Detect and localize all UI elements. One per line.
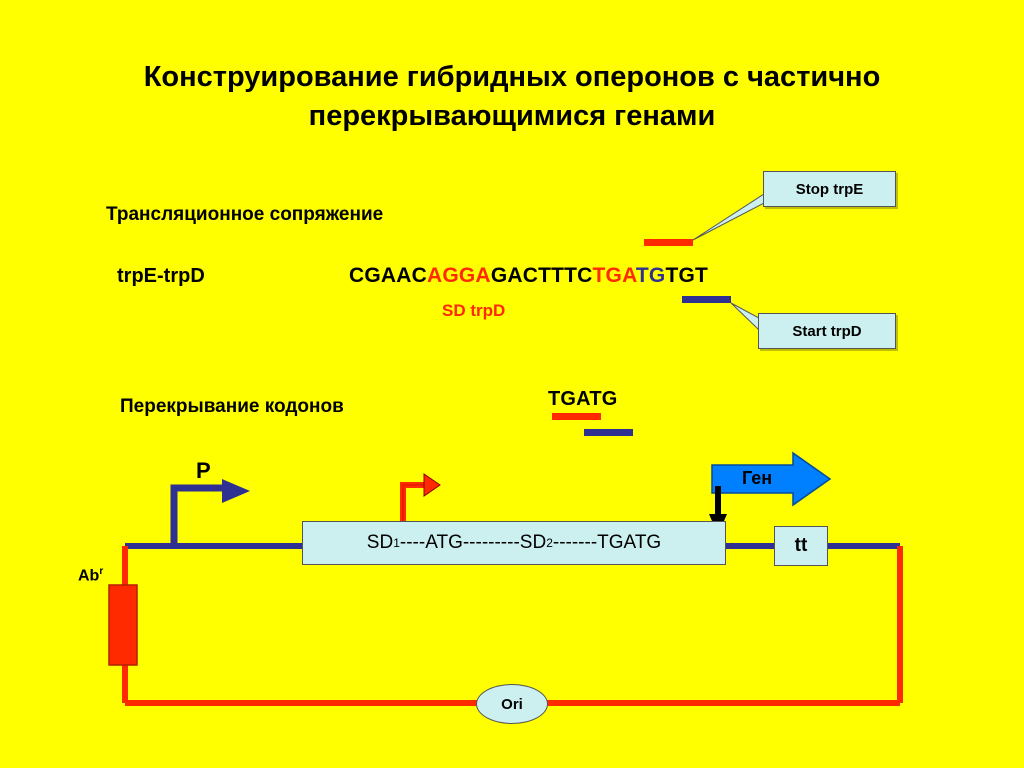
- promoter-arrow: [170, 484, 222, 546]
- resistance-label: Abr: [78, 566, 103, 585]
- sequence-part-6: TGT: [665, 264, 709, 287]
- page-title: Конструирование гибридных оперонов с час…: [0, 58, 1024, 136]
- title-line-1: Конструирование гибридных оперонов с час…: [143, 61, 881, 93]
- stop-trpe-callout: Stop trpE: [763, 171, 896, 207]
- terminator-label: tt: [794, 535, 808, 556]
- dna-sequence: CGAACAGGAGACTTTCTGATGTGT: [349, 264, 708, 288]
- start-trpd-callout-text: Start trpD: [792, 322, 862, 340]
- promoter-arrowhead: [222, 479, 250, 503]
- operon-sd1-subscript: 1: [393, 536, 400, 550]
- gene-label: Ген: [742, 468, 773, 488]
- resistance-label-text: Ab: [78, 567, 100, 585]
- overlap-stop-bar: [552, 413, 601, 420]
- operon-sd1: SD: [366, 532, 394, 553]
- overlap-seq-rest: TG: [589, 388, 618, 410]
- operon-label: trpE-trpD: [117, 265, 205, 287]
- start-trpd-bar: [682, 296, 731, 303]
- overlap-start-bar: [584, 429, 633, 436]
- translational-coupling-label: Трансляционное сопряжение: [106, 204, 384, 225]
- overlap-sequence: TGATG: [548, 388, 618, 411]
- stop-trpe-bar: [644, 239, 693, 246]
- overlap-seq-stop: TGA: [548, 388, 590, 410]
- start-callout-pointer: [730, 302, 760, 332]
- stop-trpe-callout-text: Stop trpE: [795, 180, 864, 198]
- resistance-gene-block: [108, 584, 138, 666]
- start-arrowhead: [423, 473, 441, 497]
- start-arrow-outline: [402, 484, 425, 521]
- codon-overlap-label: Перекрывание кодонов: [120, 396, 344, 417]
- sequence-part-1: CGAAC: [349, 264, 427, 287]
- stop-callout-pointer: [692, 193, 765, 241]
- sequence-sd-part: AGGA: [427, 264, 491, 287]
- sequence-start-codon: TG: [635, 264, 666, 287]
- terminator-box: tt: [774, 526, 828, 566]
- origin-oval: Ori: [476, 684, 548, 724]
- title-line-2: перекрывающимися генами: [308, 100, 716, 132]
- sd-trpd-label: SD trpD: [442, 301, 506, 320]
- start-arrow: [400, 482, 425, 521]
- origin-label: Ori: [501, 695, 523, 713]
- sequence-part-3: GACTTTC: [490, 264, 593, 287]
- sequence-stop-codon: TGA: [592, 264, 636, 287]
- operon-end: -------TGATG: [552, 532, 662, 553]
- operon-sd2-subscript: 2: [546, 536, 553, 550]
- gene-arrow: [711, 451, 832, 507]
- promoter-label: P: [196, 458, 211, 483]
- resistance-label-sup: r: [99, 566, 104, 577]
- start-trpd-callout: Start trpD: [758, 313, 896, 349]
- operon-mid: ----ATG---------SD: [399, 532, 547, 553]
